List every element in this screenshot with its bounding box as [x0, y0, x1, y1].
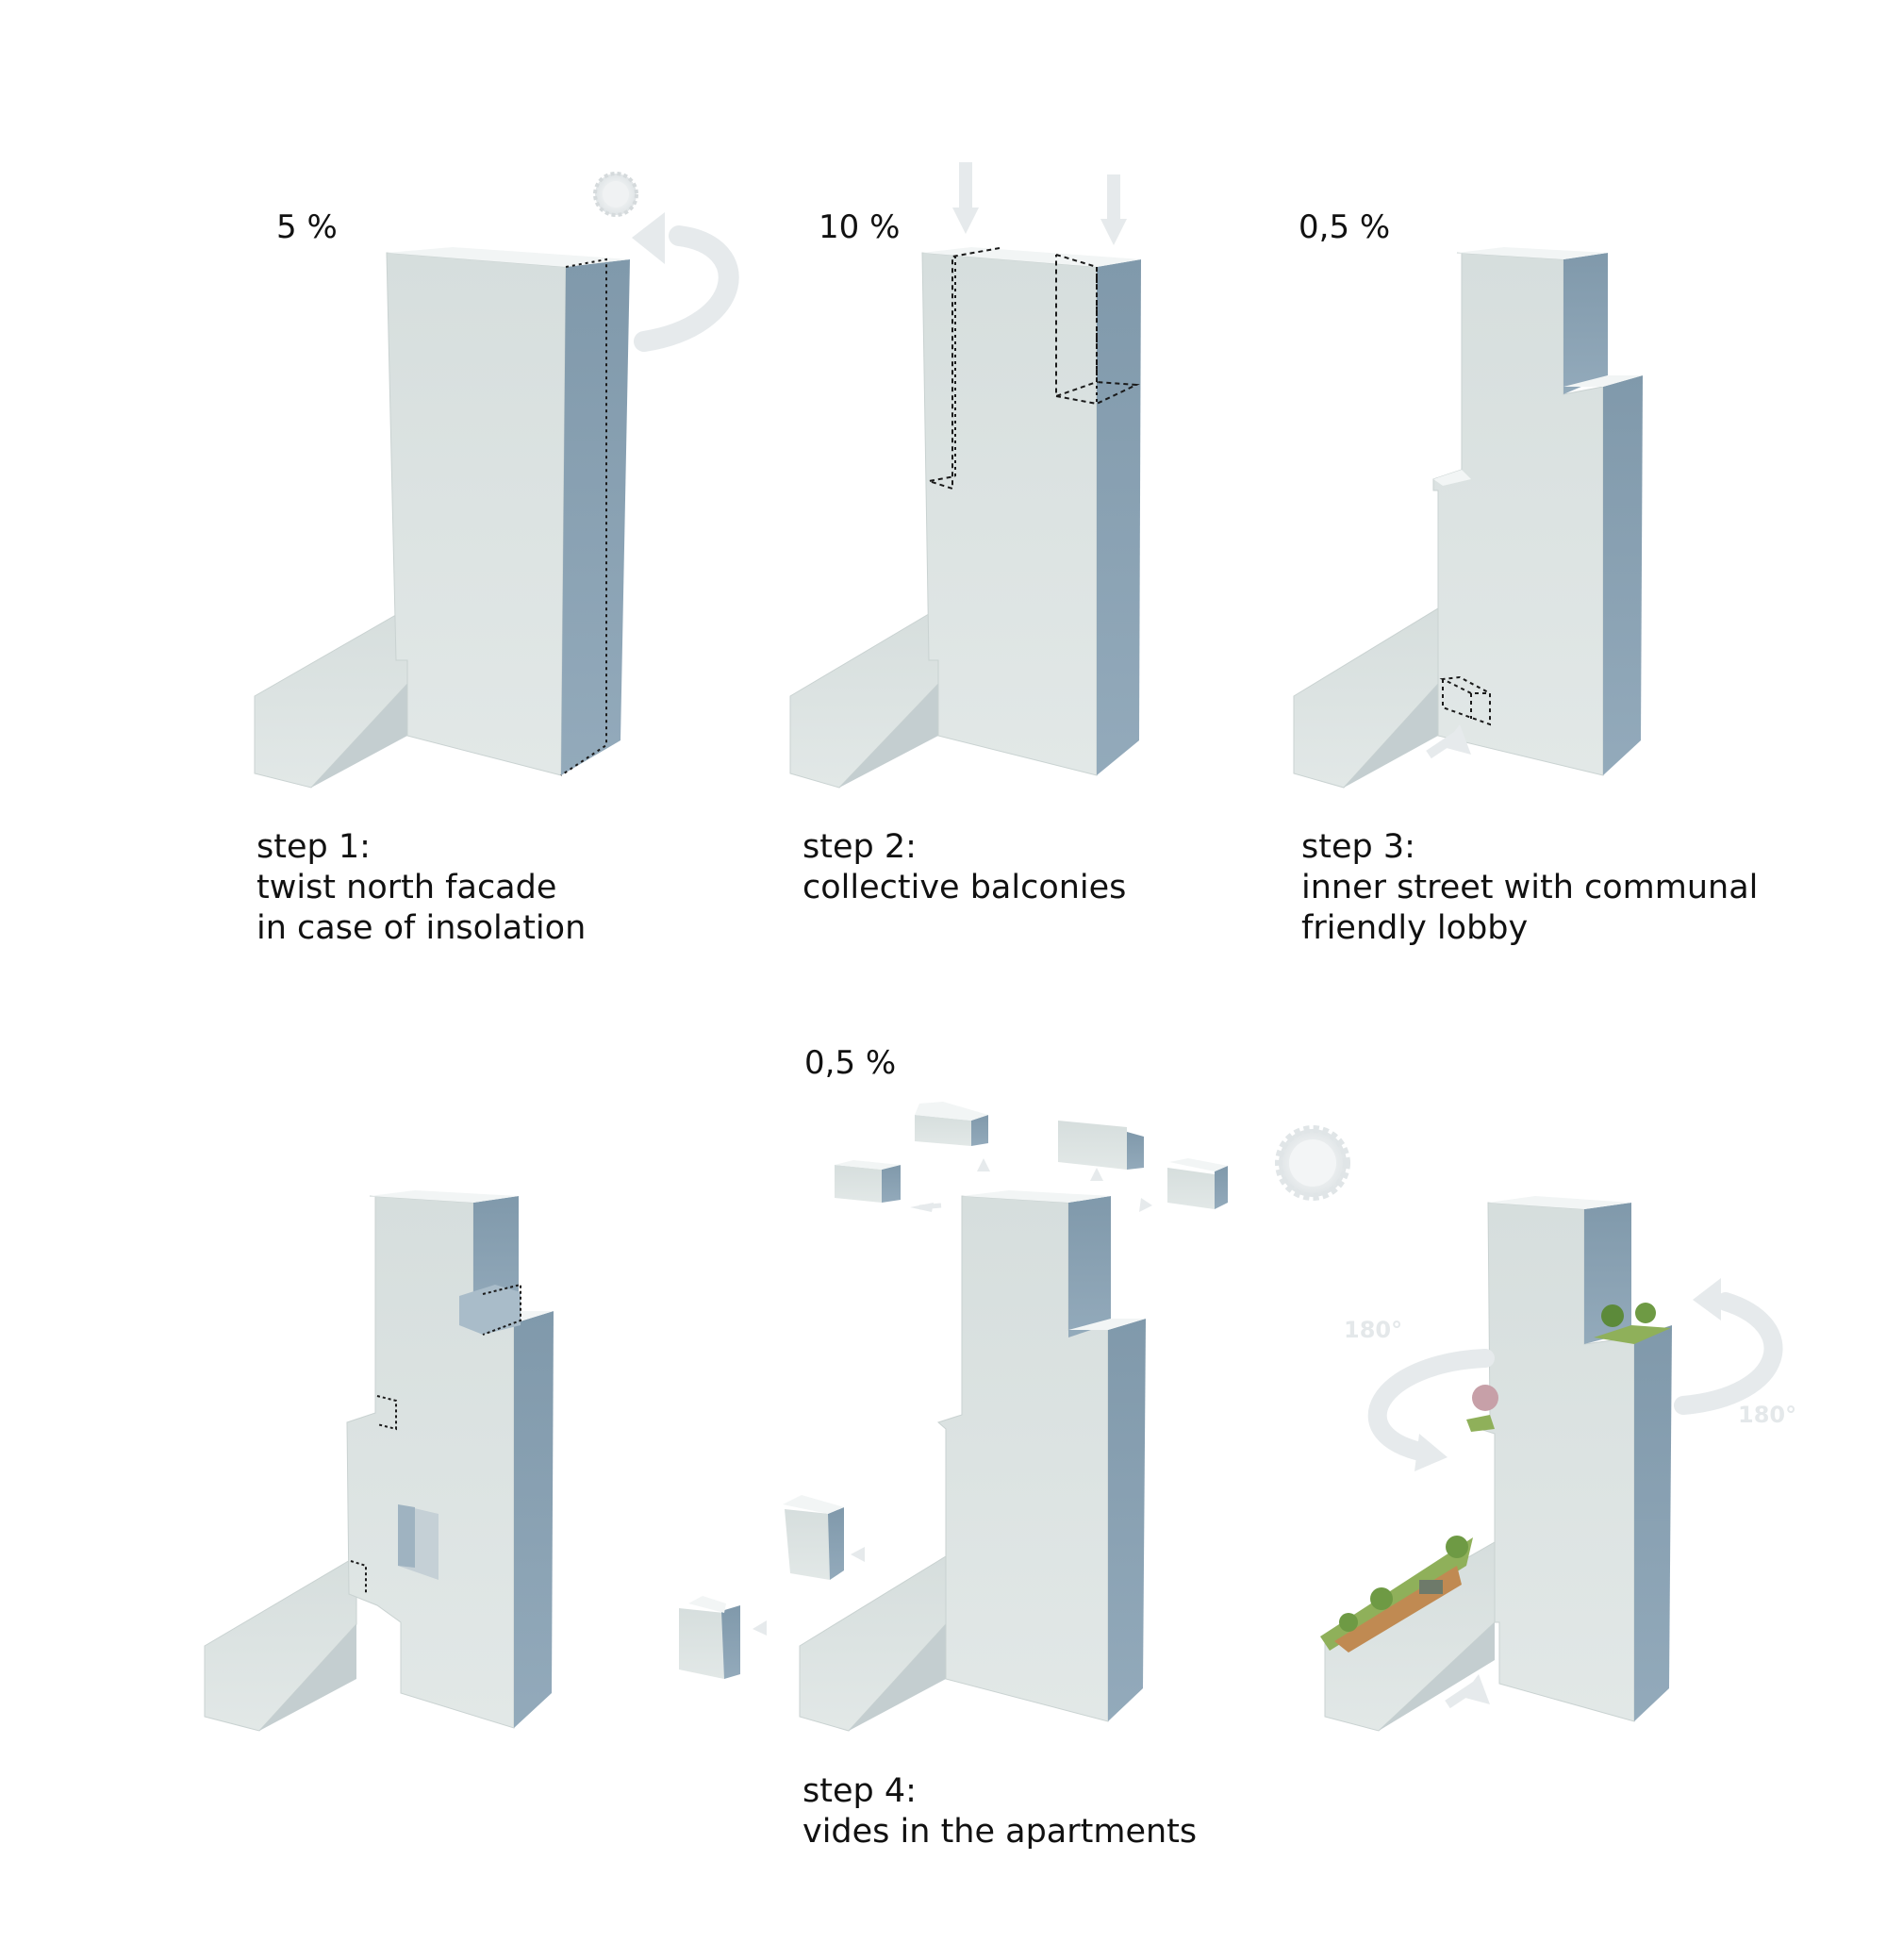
step2-percent: 10 % — [819, 208, 901, 246]
green-roof — [1320, 1537, 1473, 1651]
step3-massing — [1293, 247, 1643, 789]
step3-percent: 0,5 % — [1299, 208, 1391, 246]
entrance-arrow-icon — [1426, 724, 1471, 759]
step1-massing — [254, 247, 630, 789]
down-arrow-icon — [952, 162, 979, 234]
step2-massing — [789, 247, 1141, 789]
green-roof — [1594, 1325, 1671, 1344]
rotation-arrow-icon — [632, 212, 739, 352]
extracted-block — [783, 1495, 844, 1580]
step3-line: friendly lobby — [1301, 909, 1529, 947]
step2-title: step 2: — [802, 828, 917, 866]
step4-caption: step 4: vides in the apartments — [802, 1771, 1197, 1852]
step1-percent: 5 % — [276, 208, 338, 246]
step1-line: in case of insolation — [256, 909, 587, 947]
step2-line: collective balconies — [802, 869, 1127, 906]
extracted-block — [1167, 1158, 1228, 1209]
sun-icon — [1275, 1125, 1350, 1201]
step4-massing-vides — [204, 1190, 554, 1732]
step3-title: step 3: — [1301, 828, 1415, 866]
rotation-arrow-icon — [1674, 1278, 1783, 1415]
tree-icon — [1339, 1303, 1656, 1632]
rotation-label: 180° — [1738, 1402, 1796, 1428]
step4-percent: 0,5 % — [804, 1044, 897, 1082]
step2-caption: step 2: collective balconies — [802, 827, 1126, 908]
arrow-icon — [753, 1158, 1152, 1636]
step3-caption: step 3: inner street with communal frien… — [1301, 827, 1758, 949]
step4-massing-greenery — [1320, 1196, 1672, 1732]
step1-line: twist north facade — [256, 869, 557, 906]
rotation-label: 180° — [1344, 1317, 1402, 1343]
step1-caption: step 1: twist north facade in case of in… — [256, 827, 586, 949]
twist-outline — [560, 257, 607, 776]
step4-massing-exploded — [679, 1102, 1228, 1732]
extracted-block — [915, 1102, 988, 1146]
extracted-block — [679, 1596, 740, 1679]
step4-title: step 4: — [802, 1772, 917, 1810]
step1-title: step 1: — [256, 828, 371, 866]
rotation-arrow-icon — [1367, 1349, 1495, 1471]
entrance-arrow-icon — [1445, 1674, 1490, 1709]
step3-line: inner street with communal — [1301, 869, 1759, 906]
extracted-block — [835, 1160, 901, 1203]
extracted-block — [1058, 1121, 1144, 1170]
vide-opening — [459, 1285, 521, 1335]
step4-line: vides in the apartments — [802, 1813, 1198, 1851]
sun-icon — [593, 172, 638, 217]
down-arrow-icon — [1100, 174, 1127, 245]
